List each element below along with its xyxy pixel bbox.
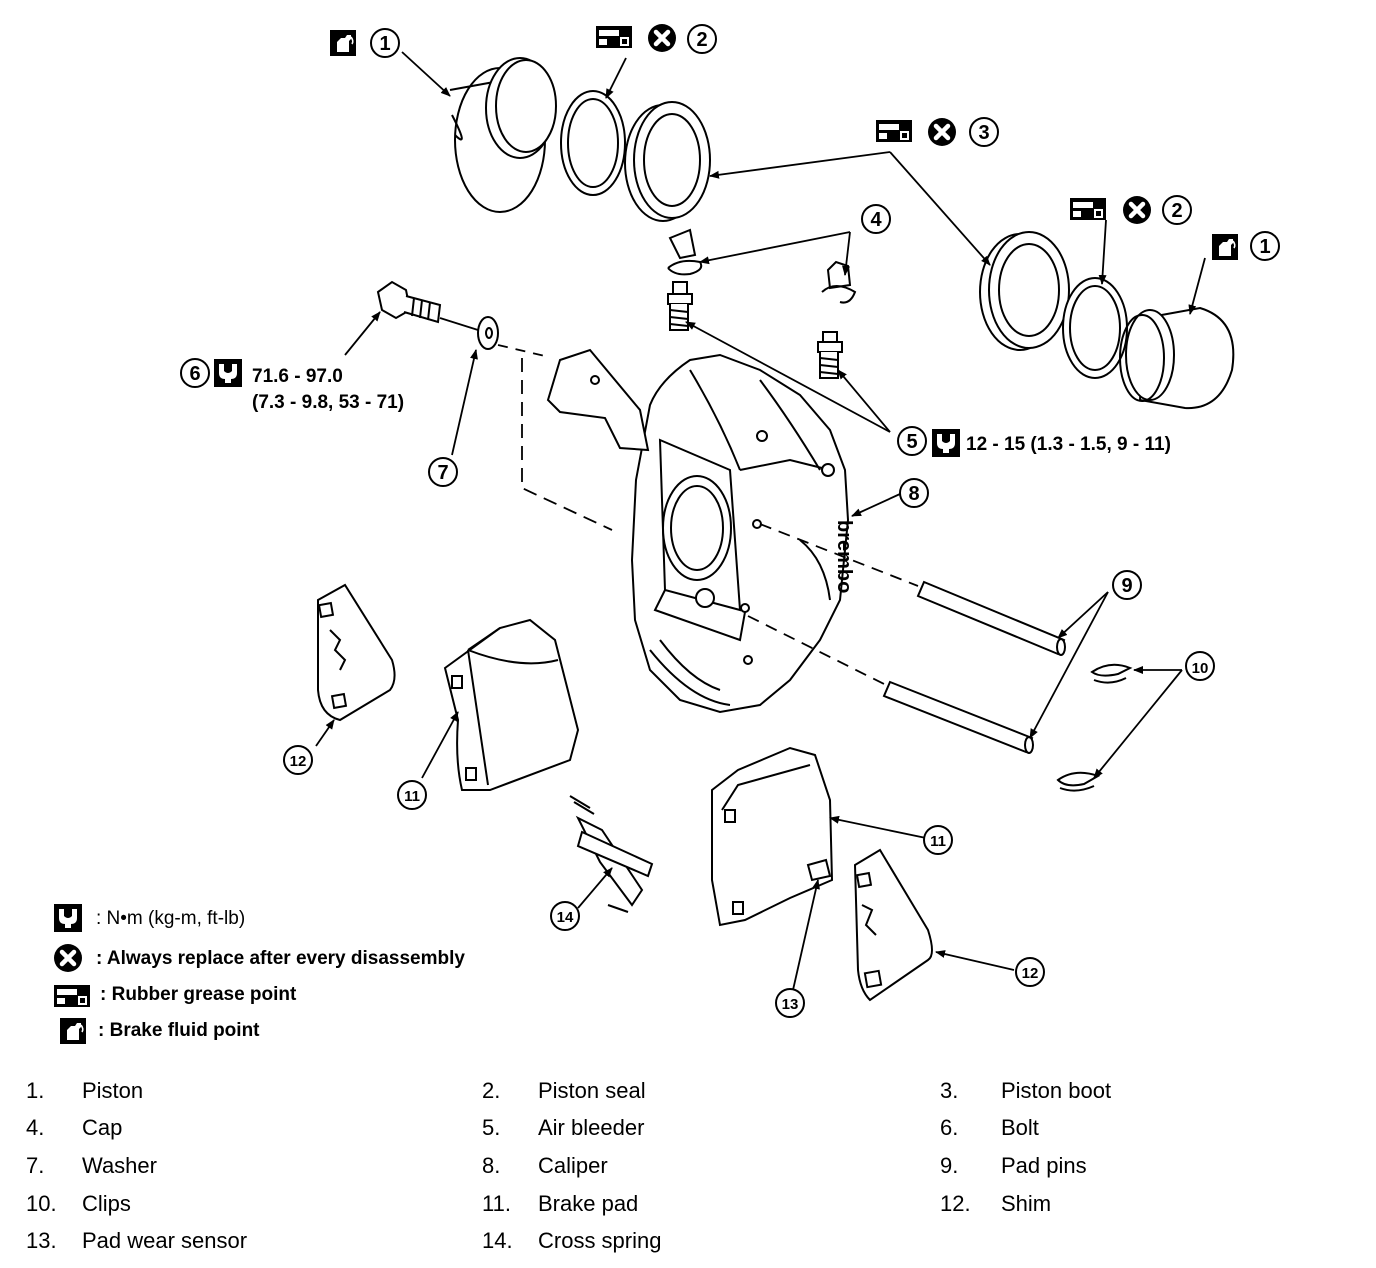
part-name: Caliper bbox=[538, 1153, 608, 1178]
callout-8: 8 bbox=[908, 483, 919, 505]
callout-9: 9 bbox=[1121, 575, 1132, 597]
callout-12: 12 bbox=[290, 753, 307, 770]
torque-wrench-icon bbox=[214, 359, 242, 387]
legend-torque-units: : N•m (kg-m, ft-lb) bbox=[96, 908, 245, 929]
callout-14: 14 bbox=[557, 909, 574, 926]
leader-lines bbox=[315, 51, 1206, 991]
rubber-grease-icon bbox=[1070, 198, 1106, 220]
piston-boot-right bbox=[979, 231, 1070, 351]
callout-5: 5 bbox=[906, 431, 917, 453]
torque-wrench-icon bbox=[54, 904, 82, 932]
pad-pin-lower bbox=[882, 680, 1034, 754]
part-name: Piston seal bbox=[538, 1078, 646, 1103]
part-name: Cap bbox=[82, 1115, 123, 1140]
part-number: 10. bbox=[26, 1191, 57, 1216]
piston-boot-left bbox=[624, 101, 711, 222]
callout-numbers bbox=[180, 24, 1280, 1018]
brake-pad-right bbox=[711, 746, 834, 927]
rubber-grease-icon bbox=[876, 120, 912, 142]
callout-6: 6 bbox=[189, 363, 200, 385]
legend-grease: : Rubber grease point bbox=[100, 984, 297, 1005]
brake-pad-left bbox=[443, 618, 580, 791]
part-name: Cross spring bbox=[538, 1228, 662, 1253]
part-number: 13. bbox=[26, 1228, 57, 1253]
brake-fluid-icon bbox=[59, 1017, 87, 1045]
part-number: 7. bbox=[26, 1153, 45, 1178]
bolt bbox=[376, 280, 442, 324]
rubber-grease-icon bbox=[54, 985, 90, 1007]
piston-right bbox=[1119, 306, 1235, 410]
replace-x-icon bbox=[928, 118, 956, 146]
bleeder-right bbox=[817, 331, 843, 379]
cap-left bbox=[667, 228, 703, 276]
callout-1: 1 bbox=[379, 33, 390, 55]
bolt-torque-line2: (7.3 - 9.8, 53 - 71) bbox=[252, 392, 404, 413]
replace-x-icon bbox=[648, 24, 676, 52]
part-name: Brake pad bbox=[538, 1191, 639, 1216]
part-number: 6. bbox=[940, 1115, 959, 1140]
part-name: Pad pins bbox=[1001, 1153, 1087, 1178]
brake-fluid-icon bbox=[1211, 233, 1239, 261]
pad-wear-sensor bbox=[806, 858, 832, 882]
legend-fluid: : Brake fluid point bbox=[98, 1020, 260, 1041]
clip-lower bbox=[1056, 771, 1101, 792]
part-name: Clips bbox=[82, 1191, 131, 1216]
part-number: 9. bbox=[940, 1153, 959, 1178]
cap-right bbox=[821, 260, 857, 304]
callout-7: 7 bbox=[437, 462, 448, 484]
caliper bbox=[546, 348, 850, 714]
part-number: 5. bbox=[482, 1115, 501, 1140]
brake-caliper-exploded-diagram: brembo bbox=[0, 0, 1280, 1045]
cross-spring bbox=[569, 795, 654, 913]
callout-1: 1 bbox=[1259, 236, 1270, 258]
torque-wrench-icon bbox=[932, 429, 960, 457]
callout-2: 2 bbox=[1171, 200, 1182, 222]
legend: : N•m (kg-m, ft-lb) : Always replace aft… bbox=[54, 904, 465, 1045]
part-number: 4. bbox=[26, 1115, 45, 1140]
bolt-torque-line1: 71.6 - 97.0 bbox=[252, 366, 343, 387]
callout-10: 10 bbox=[1192, 660, 1209, 677]
bleeder-left bbox=[667, 281, 693, 331]
callout-11: 11 bbox=[404, 788, 420, 805]
brake-fluid-icon bbox=[329, 29, 357, 57]
washer bbox=[477, 316, 499, 350]
callout-12: 12 bbox=[1022, 965, 1039, 982]
piston-seal-right bbox=[1062, 277, 1128, 379]
replace-x-icon bbox=[1123, 196, 1151, 224]
legend-replace: : Always replace after every disassembly bbox=[96, 948, 465, 969]
pad-pin-upper bbox=[916, 580, 1066, 656]
part-number: 3. bbox=[940, 1078, 959, 1103]
rubber-grease-icon bbox=[596, 26, 632, 48]
part-name: Bolt bbox=[1001, 1115, 1039, 1140]
parts-list: 1. Piston 2. Piston seal 3. Piston boot … bbox=[0, 1070, 1376, 1260]
callout-3: 3 bbox=[978, 122, 989, 144]
part-number: 14. bbox=[482, 1228, 513, 1253]
piston-seal-left bbox=[560, 90, 626, 196]
clip-upper bbox=[1090, 663, 1133, 684]
part-number: 1. bbox=[26, 1078, 45, 1103]
shim-left bbox=[317, 583, 396, 722]
part-name: Pad wear sensor bbox=[82, 1228, 248, 1253]
part-name: Piston bbox=[82, 1078, 144, 1103]
replace-x-icon bbox=[54, 944, 82, 972]
part-number: 12. bbox=[940, 1191, 971, 1216]
callout-4: 4 bbox=[870, 209, 882, 231]
callout-2: 2 bbox=[696, 29, 707, 51]
part-number: 8. bbox=[482, 1153, 501, 1178]
piston-left bbox=[449, 57, 557, 213]
part-name: Washer bbox=[82, 1153, 157, 1178]
callout-13: 13 bbox=[782, 996, 799, 1013]
part-name: Shim bbox=[1001, 1191, 1052, 1216]
part-number: 2. bbox=[482, 1078, 501, 1103]
part-name: Piston boot bbox=[1001, 1078, 1112, 1103]
part-name: Air bleeder bbox=[538, 1115, 645, 1140]
shim-right bbox=[853, 848, 933, 1002]
part-number: 11. bbox=[482, 1191, 511, 1216]
callout-11: 11 bbox=[930, 833, 946, 850]
bleeder-torque: 12 - 15 (1.3 - 1.5, 9 - 11) bbox=[966, 434, 1171, 455]
